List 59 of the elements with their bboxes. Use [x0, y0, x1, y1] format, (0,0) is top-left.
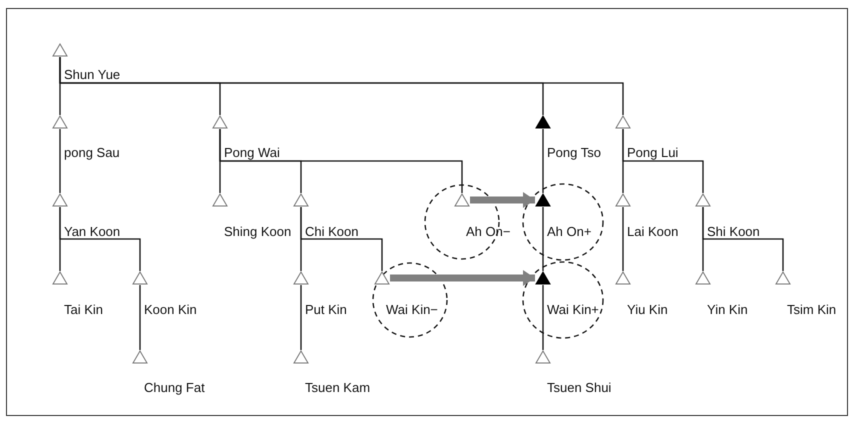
descent-line: [542, 285, 544, 350]
triangle-symbol: [132, 350, 148, 364]
triangle-symbol: [615, 271, 631, 285]
person-name: Chung Fat: [144, 380, 205, 395]
filled-triangle-symbol: [535, 271, 551, 285]
person-name: Lai Koon: [627, 224, 678, 239]
descent-line: [622, 207, 624, 271]
person-name: Pong Wai: [224, 145, 280, 160]
person-name: Tai Kin: [64, 302, 104, 317]
person-name: Yin Kin: [707, 302, 748, 317]
descent-line: [59, 129, 61, 193]
triangle-symbol: [535, 350, 551, 364]
triangle-symbol: [52, 43, 68, 57]
triangle-symbol: [695, 193, 711, 207]
person-name: Yan Koon: [64, 224, 120, 239]
person-name: Shun Yue: [64, 67, 120, 82]
person-name: Wai Kin+: [547, 302, 599, 317]
descent-line: [139, 285, 141, 350]
triangle-symbol: [454, 193, 470, 207]
triangle-symbol: [615, 193, 631, 207]
triangle-symbol: [293, 350, 309, 364]
triangle-symbol: [52, 271, 68, 285]
triangle-symbol: [212, 115, 228, 129]
triangle-symbol: [212, 193, 228, 207]
triangle-symbol: [52, 115, 68, 129]
descent-line: [300, 285, 302, 350]
descent-line: [542, 129, 544, 193]
person-name: Tsuen Kam: [305, 380, 370, 395]
person-name: Tsuen Shui: [547, 380, 612, 395]
descent-line: [542, 207, 544, 271]
filled-triangle-symbol: [535, 193, 551, 207]
descent-line: [702, 207, 784, 271]
triangle-symbol: [374, 271, 390, 285]
person-name: Chi Koon: [305, 224, 358, 239]
filled-triangle-symbol: [535, 115, 551, 129]
arrow: [470, 192, 535, 208]
triangle-symbol: [293, 271, 309, 285]
descent-line: [300, 207, 383, 271]
person-name: Pong Lui: [627, 145, 678, 160]
triangle-symbol: [695, 271, 711, 285]
descent-line: [622, 129, 704, 193]
person-name: Shing Koon: [224, 224, 292, 239]
arrow: [390, 270, 535, 286]
person-name: Shi Koon: [707, 224, 760, 239]
descent-line: [59, 207, 141, 271]
triangle-symbol: [52, 193, 68, 207]
person-name: Yiu Kin: [627, 302, 668, 317]
triangle-symbol: [775, 271, 791, 285]
person-name: Wai Kin−: [386, 302, 438, 317]
triangle-symbol: [615, 115, 631, 129]
triangle-symbol: [293, 193, 309, 207]
person-name: Ah On+: [547, 224, 592, 239]
triangle-symbol: [132, 271, 148, 285]
person-name: Put Kin: [305, 302, 347, 317]
person-name: pong Sau: [64, 145, 120, 160]
descent-line: [219, 129, 463, 193]
person-name: Pong Tso: [547, 145, 601, 160]
person-name: Koon Kin: [144, 302, 197, 317]
person-name: Tsim Kin: [787, 302, 836, 317]
